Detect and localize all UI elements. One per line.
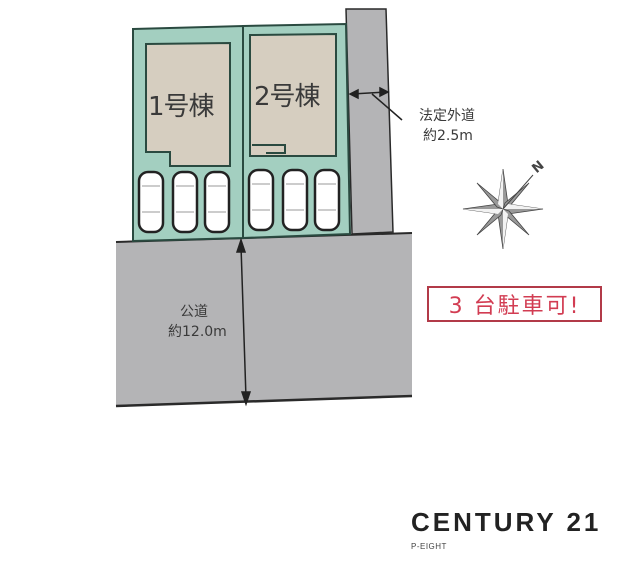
brand-subtitle: P-EIGHT [411,542,447,551]
building-2-label: 2号棟 [254,82,321,112]
private-road-width-arrow [348,86,403,121]
private-road [345,8,394,235]
parking-lot-1 [137,170,231,234]
public-road-label: 公道 約12.0m [168,302,227,342]
private-road-name: 法定外道 [419,108,475,124]
public-road [116,233,412,406]
private-road-width: 約2.5m [423,128,473,144]
parking-notice-text: 3 台駐車可! [448,294,581,319]
building-1 [145,41,231,167]
parking-lot-2 [247,168,341,232]
parking-notice-badge: 3 台駐車可! [427,286,602,322]
building-2 [249,32,337,157]
building-1-label: 1号棟 [148,92,215,122]
public-road-width: 約12.0m [168,324,227,340]
public-road-name: 公道 [180,304,208,320]
private-road-label: 法定外道 約2.5m [419,106,475,146]
brand-logo: CENTURY 21 [411,507,602,537]
building-2-notch [252,144,286,154]
compass-rose-icon [462,168,544,250]
public-road-width-arrow [235,237,252,407]
